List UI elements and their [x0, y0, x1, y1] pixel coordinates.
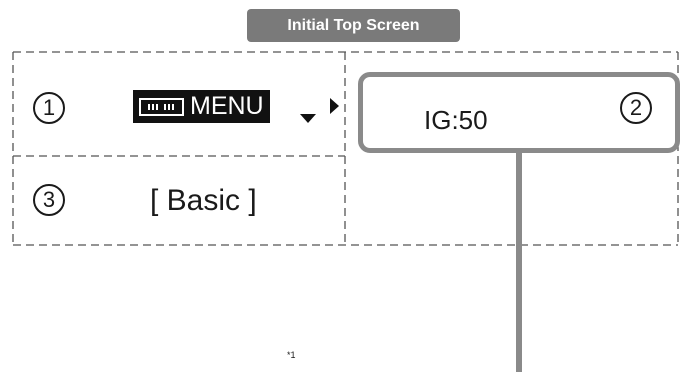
footnote-marker: *1 — [287, 350, 296, 360]
menu-label: MENU — [190, 92, 264, 120]
callout-leader-line — [516, 152, 522, 372]
basic-mode-label: [ Basic ] — [150, 184, 257, 217]
cell-number-3: 3 — [33, 184, 65, 216]
right-arrow-icon — [330, 98, 339, 114]
ig-value-text: IG:50 — [424, 105, 488, 135]
cell-number-1: 1 — [33, 92, 65, 124]
cell-number-2: 2 — [620, 92, 652, 124]
screen-title-badge: Initial Top Screen — [247, 9, 460, 42]
menu-icon — [139, 97, 184, 116]
down-arrow-icon — [300, 114, 316, 123]
menu-button[interactable]: MENU — [133, 90, 270, 123]
